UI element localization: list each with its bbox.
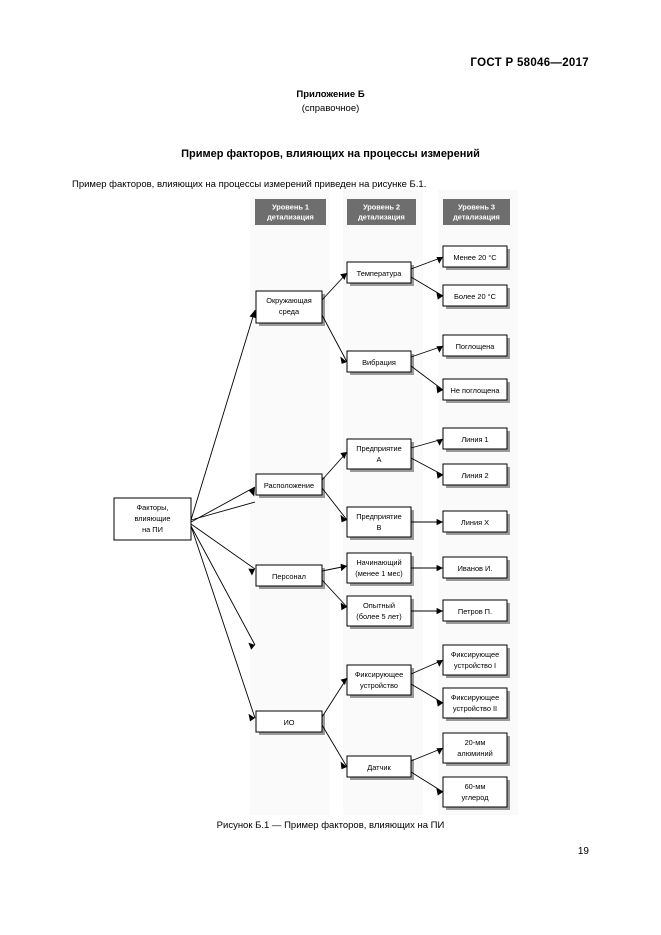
node-level2-vibration: Вибрация <box>346 350 414 375</box>
node-level2-enterprise-b-line1: Предприятие <box>356 512 402 521</box>
node-level2-enterprise-a-line2: А <box>377 455 382 464</box>
page-number: 19 <box>577 846 589 857</box>
header-level-2: Уровень 2 детализация <box>347 199 416 225</box>
node-level2-sensor: Датчик <box>346 755 414 780</box>
column-band-level2 <box>343 190 423 815</box>
node-level3-ivanov: Иванов И. <box>442 556 510 581</box>
node-level1-environment-line1: Окружающая <box>266 296 312 305</box>
node-level2-fixing-device-line1: Фиксирующее <box>355 670 403 679</box>
node-level3-fixing-device-ii-line2: устройство II <box>453 704 497 713</box>
node-level3-petrov-label: Петров П. <box>458 607 492 616</box>
header-level-3-line2: детализация <box>453 213 500 222</box>
node-level2-experienced-line2: (более 5 лет) <box>356 612 401 621</box>
appendix-heading: Приложение Б (справочное) <box>0 88 661 115</box>
node-level1-location-label: Расположение <box>264 481 314 490</box>
intro-paragraph: Пример факторов, влияющих на процессы из… <box>72 179 427 190</box>
node-level3-line-2: Линия 2 <box>442 463 510 488</box>
node-level1-personnel: Персонал <box>255 564 325 589</box>
factors-tree-diagram: Уровень 1 детализация Уровень 2 детализа… <box>0 190 661 815</box>
node-level2-fixing-device: Фиксирующее устройство <box>346 664 414 698</box>
node-level3-ivanov-label: Иванов И. <box>458 564 493 573</box>
node-level3-petrov: Петров П. <box>442 599 510 624</box>
section-title: Пример факторов, влияющих на процессы из… <box>181 148 480 160</box>
node-level3-aluminium-20mm-line1: 20-мм <box>465 738 486 747</box>
edges-level2-to-level3 <box>410 256 444 796</box>
node-level3-line-x-label: Линия Х <box>461 518 489 527</box>
node-level2-enterprise-b-line2: В <box>377 523 382 532</box>
column-band-level3 <box>438 190 518 815</box>
node-level3-aluminium-20mm-line2: алюминий <box>457 749 492 758</box>
header-level-1: Уровень 1 детализация <box>255 199 326 225</box>
header-level-1-line1: Уровень 1 <box>272 203 309 212</box>
node-level2-experienced: Опытный (более 5 лет) <box>346 595 414 629</box>
node-level2-fixing-device-line2: устройство <box>360 681 398 690</box>
node-level1-location: Расположение <box>255 473 325 498</box>
node-level3-line-1: Линия 1 <box>442 427 510 452</box>
node-level1-personnel-label: Персонал <box>272 572 306 581</box>
node-level2-experienced-line1: Опытный <box>363 601 395 610</box>
edges-root-to-level1 <box>190 309 258 722</box>
node-level2-sensor-label: Датчик <box>367 763 391 772</box>
header-level-1-line2: детализация <box>267 213 314 222</box>
node-level2-beginner: Начинающий (менее 1 мес) <box>346 552 414 586</box>
node-level3-carbon-60mm: 60-мм углерод <box>442 776 510 810</box>
node-level3-absorbed: Поглощена <box>442 334 510 359</box>
node-level3-above-20c-label: Более 20 °С <box>454 292 497 301</box>
node-level3-fixing-device-i-line2: устройство I <box>454 661 496 670</box>
node-level2-beginner-line1: Начинающий <box>356 558 401 567</box>
node-level2-vibration-label: Вибрация <box>362 358 396 367</box>
node-level3-not-absorbed: Не поглощена <box>442 378 510 403</box>
figure-caption: Рисунок Б.1 — Пример факторов, влияющих … <box>216 820 445 831</box>
node-level3-fixing-device-ii-line1: Фиксирующее <box>451 693 499 702</box>
node-level2-enterprise-a-line1: Предприятие <box>356 444 402 453</box>
node-root-factors-line2: влияющие <box>134 514 170 523</box>
appendix-title: Приложение Б <box>296 89 365 100</box>
appendix-subtitle: (справочное) <box>301 102 360 114</box>
node-level3-absorbed-label: Поглощена <box>456 342 496 351</box>
node-level3-fixing-device-ii: Фиксирующее устройство II <box>442 687 510 721</box>
standard-header: ГОСТ Р 58046—2017 <box>470 57 589 69</box>
header-level-2-line1: Уровень 2 <box>363 203 400 212</box>
node-level3-line-2-label: Линия 2 <box>461 471 488 480</box>
node-root-factors: Факторы, влияющие на ПИ <box>113 497 192 541</box>
node-level1-environment-line2: среда <box>279 307 300 316</box>
node-level2-beginner-line2: (менее 1 мес) <box>355 569 403 578</box>
node-level3-line-x: Линия Х <box>442 510 510 535</box>
node-level3-carbon-60mm-line2: углерод <box>461 793 489 802</box>
header-level-3-line1: Уровень 3 <box>458 203 495 212</box>
node-level1-io: ИО <box>255 710 325 735</box>
node-level3-fixing-device-i-line1: Фиксирующее <box>451 650 499 659</box>
node-level3-fixing-device-i: Фиксирующее устройство I <box>442 644 510 678</box>
node-level3-above-20c: Более 20 °С <box>442 284 510 309</box>
node-level3-aluminium-20mm: 20-мм алюминий <box>442 732 510 766</box>
node-level2-enterprise-a: Предприятие А <box>346 438 414 472</box>
edges-level1-to-level2 <box>321 272 348 770</box>
node-level3-below-20c: Менее 20 °С <box>442 245 510 270</box>
node-level3-line-1-label: Линия 1 <box>461 435 488 444</box>
header-level-3: Уровень 3 детализация <box>443 199 510 225</box>
node-level3-below-20c-label: Менее 20 °С <box>453 253 497 262</box>
node-level3-not-absorbed-label: Не поглощена <box>451 386 501 395</box>
node-level2-temperature: Температура <box>346 261 414 286</box>
node-root-factors-line3: на ПИ <box>142 525 163 534</box>
node-level2-temperature-label: Температура <box>357 269 403 278</box>
node-level2-enterprise-b: Предприятие В <box>346 506 414 540</box>
node-level3-carbon-60mm-line1: 60-мм <box>465 782 486 791</box>
node-level1-io-label: ИО <box>283 718 294 727</box>
node-root-factors-line1: Факторы, <box>137 503 169 512</box>
header-level-2-line2: детализация <box>358 213 405 222</box>
node-level1-environment: Окружающая среда <box>255 290 325 326</box>
